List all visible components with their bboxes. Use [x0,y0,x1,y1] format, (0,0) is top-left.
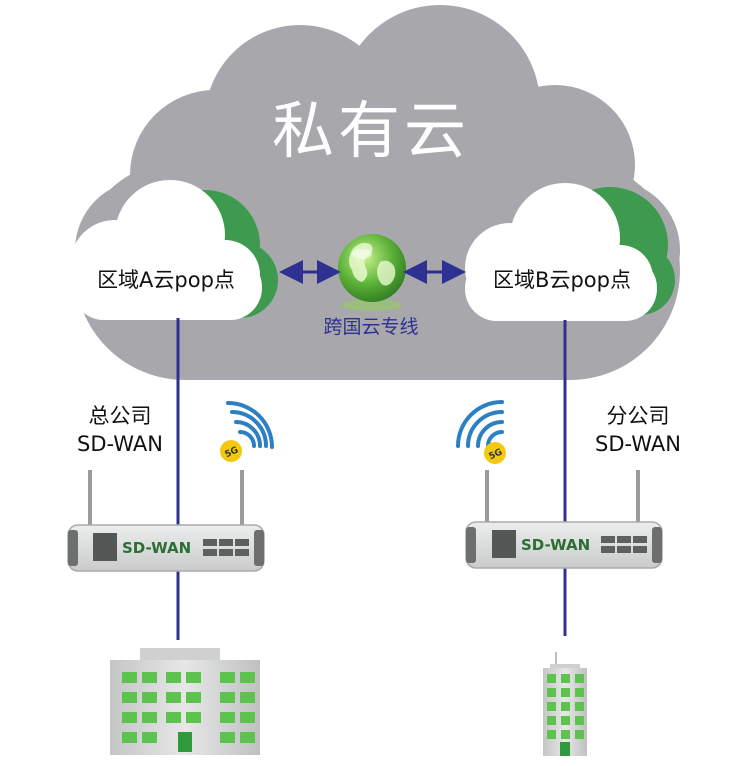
building-window [142,692,157,703]
wifi-5g-icon-branch [456,400,504,448]
building-window [186,672,201,683]
hq-sdwan-device: SD-WAN [67,470,265,572]
building-window [142,712,157,723]
wifi-5g-icon-hq [226,401,274,449]
building-window [220,732,235,743]
building-window [240,692,255,703]
building-window [547,716,556,725]
device-label: SD-WAN [122,539,191,557]
building-window [575,716,584,725]
region-a-pop-label: 区域A云pop点 [97,268,235,292]
building-window [220,672,235,683]
building-window [220,692,235,703]
building-window [547,674,556,683]
region-b-cloud [465,183,675,321]
building-window [240,712,255,723]
building-window [240,732,255,743]
hq-label-line1: 总公司 [88,404,152,428]
branch-label-line1: 分公司 [606,404,670,428]
building-window [547,688,556,697]
building-window [575,730,584,739]
branch-label: 分公司 SD-WAN [568,402,708,458]
building-window [166,712,181,723]
globe-icon [338,234,406,311]
badge-5g-branch: 5G [484,442,506,464]
cross-border-link-label: 跨国云专线 [323,316,419,338]
building-window [561,702,570,711]
private-cloud-title: 私有云 [271,94,470,167]
branch-building-icon [543,652,587,756]
building-window [122,732,137,743]
hq-label-line2: SD-WAN [77,432,163,456]
building-window [561,730,570,739]
branch-sdwan-device: SD-WAN [465,470,663,569]
hq-label: 总公司 SD-WAN [50,402,190,458]
building-window [166,672,181,683]
building-window [220,712,235,723]
building-window [122,672,137,683]
building-window [186,692,201,703]
building-window [122,692,137,703]
region-b-pop-label: 区域B云pop点 [493,268,631,292]
building-window [561,688,570,697]
branch-label-line2: SD-WAN [595,432,681,456]
building-window [142,672,157,683]
building-window [561,674,570,683]
building-window [547,730,556,739]
device-label: SD-WAN [521,536,590,554]
building-window [166,692,181,703]
building-window [561,716,570,725]
building-window [575,702,584,711]
building-window [547,702,556,711]
building-window [186,712,201,723]
badge-5g-hq: 5G [220,440,242,462]
building-window [575,688,584,697]
region-a-cloud [70,180,278,320]
building-window [122,712,137,723]
building-window [142,732,157,743]
building-window [240,672,255,683]
building-window [575,674,584,683]
hq-building-icon [110,648,260,755]
